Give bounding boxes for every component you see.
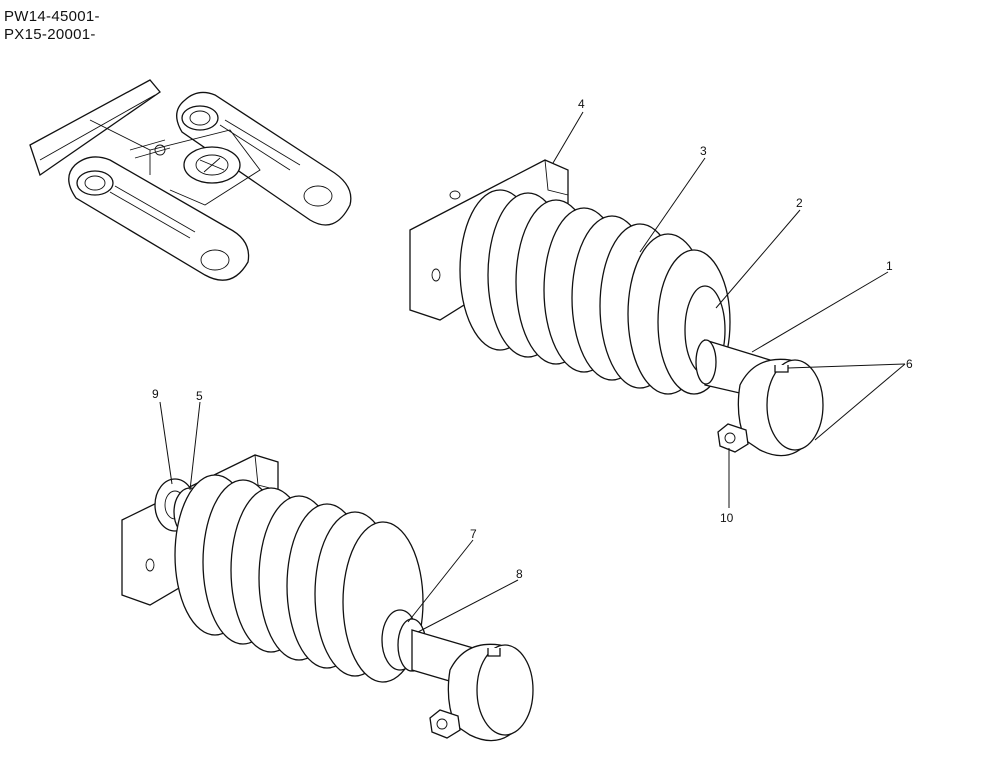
callout-4: 4 xyxy=(578,97,585,111)
callout-10: 10 xyxy=(720,511,734,525)
callout-3: 3 xyxy=(700,144,707,158)
recoil-spring-assembly-lower xyxy=(121,454,534,742)
undercarriage-overview xyxy=(29,79,352,281)
spring-coils-upper xyxy=(459,189,731,395)
serial-range-line-2: PX15-20001- xyxy=(4,26,96,43)
callout-8: 8 xyxy=(516,567,523,581)
callout-6: 6 xyxy=(906,357,913,371)
callout-9: 9 xyxy=(152,387,159,401)
recoil-spring-assembly-upper xyxy=(409,159,824,457)
serial-range-line-1: PW14-45001- xyxy=(4,8,100,25)
leader-lines xyxy=(159,111,906,633)
callout-1: 1 xyxy=(886,259,893,273)
callout-5: 5 xyxy=(196,389,203,403)
callout-2: 2 xyxy=(796,196,803,210)
callout-7: 7 xyxy=(470,527,477,541)
